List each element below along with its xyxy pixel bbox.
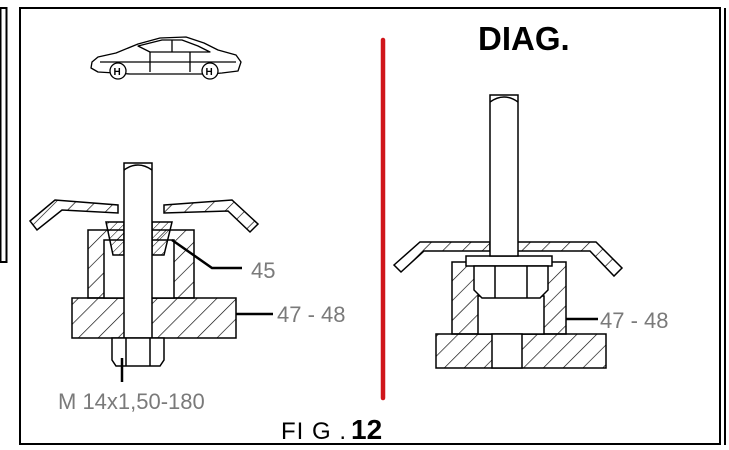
label-left-ring: 45	[251, 258, 276, 283]
label-left-base: 47 - 48	[277, 302, 346, 327]
left-wheel-arch	[28, 199, 119, 232]
right-title: DIAG.	[478, 20, 570, 57]
left-hex-nut	[111, 337, 165, 367]
left-base-plate	[71, 297, 237, 339]
left-assembly	[28, 162, 273, 382]
label-left-thread: M 14x1,50-180	[58, 389, 205, 414]
right-assembly	[392, 94, 624, 369]
car-icon: H H	[90, 36, 242, 80]
figure-prefix: FI G .	[281, 418, 347, 445]
right-bolt-shaft	[489, 94, 519, 257]
svg-text:H: H	[114, 67, 121, 78]
label-right-base: 47 - 48	[600, 308, 669, 333]
left-bolt-shaft	[123, 162, 153, 339]
right-hex-nut	[473, 265, 549, 299]
svg-text:H: H	[206, 67, 213, 78]
figure-caption: FI G .12	[281, 416, 382, 444]
figure-number: 12	[351, 414, 383, 445]
page-frames	[0, 7, 726, 445]
